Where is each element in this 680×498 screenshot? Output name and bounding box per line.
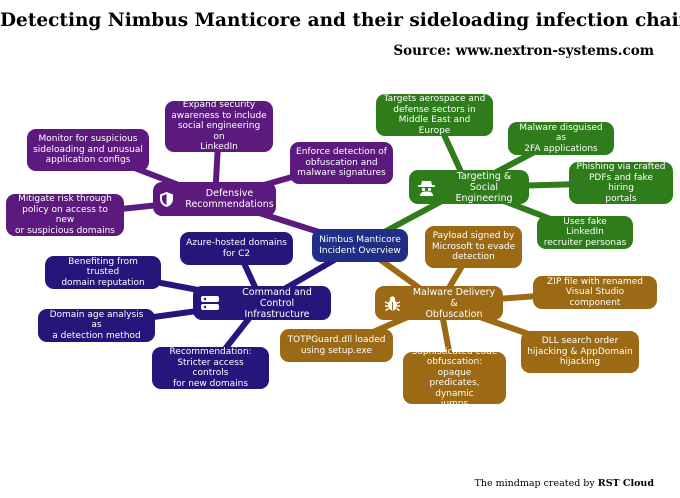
credit-author: RST Cloud (597, 478, 654, 489)
leaf-label: Payload signed by Microsoft to evade det… (431, 231, 516, 263)
hub-malware-delivery-label: Malware Delivery & Obfuscation (412, 286, 496, 320)
leaf-label: Sophisticated code obfuscation: opaque p… (411, 346, 498, 410)
center-node-label: Nimbus Manticore Incident Overview (319, 235, 401, 256)
leaf-code-obfuscation: Sophisticated code obfuscation: opaque p… (403, 347, 506, 409)
bug-icon (381, 295, 403, 312)
leaf-label: Monitor for suspicious sideloading and u… (33, 134, 143, 166)
leaf-stricter-access-controls: Recommendation: Stricter access controls… (152, 347, 269, 389)
leaf-label: Recommendation: Stricter access controls… (169, 347, 252, 389)
leaf-dll-search-order-hijacking: DLL search order hijacking & AppDomain h… (521, 331, 639, 373)
hub-defensive-recommendations: Defensive Recommendations (153, 182, 276, 216)
leaf-fake-linkedin-personas: Uses fake LinkedIn recruiter personas (537, 216, 633, 249)
hub-malware-delivery: Malware Delivery & Obfuscation (375, 286, 503, 320)
leaf-label: ZIP file with renamed Visual Studio comp… (547, 276, 643, 308)
hub-command-and-control: Command and Control Infrastructure (193, 286, 331, 320)
credit-prefix: The mindmap created by (474, 478, 595, 489)
leaf-label: Azure-hosted domains for C2 (186, 238, 287, 259)
leaf-label: DLL search order hijacking & AppDomain h… (527, 336, 633, 368)
leaf-enforce-detection: Enforce detection of obfuscation and mal… (290, 142, 393, 184)
leaf-label: Benefiting from trusted domain reputatio… (61, 256, 145, 288)
leaf-domain-age-analysis: Domain age analysis as a detection metho… (38, 309, 155, 342)
leaf-trusted-domain-reputation: Benefiting from trusted domain reputatio… (45, 256, 161, 289)
page-title: Detecting Nimbus Manticore and their sid… (0, 10, 680, 31)
shield-icon (155, 191, 177, 208)
hub-defensive-recommendations-label: Defensive Recommendations (185, 188, 274, 210)
leaf-monitor-sideloading: Monitor for suspicious sideloading and u… (27, 129, 149, 171)
leaf-label: Malware disguised as 2FA applications (519, 122, 603, 154)
leaf-label: Uses fake LinkedIn recruiter personas (543, 216, 627, 248)
credit-line: The mindmap created by RST Cloud (475, 478, 655, 489)
leaf-mitigate-risk: Mitigate risk through policy on access t… (6, 194, 124, 236)
leaf-phishing-pdfs: Phishing via crafted PDFs and fake hirin… (569, 162, 673, 204)
leaf-label: Enforce detection of obfuscation and mal… (296, 147, 387, 179)
leaf-label: Mitigate risk through policy on access t… (15, 194, 115, 236)
leaf-malware-disguised-2fa: Malware disguised as 2FA applications (508, 122, 614, 155)
hub-targeting-social-engineering-label: Targeting & Social Engineering (455, 170, 513, 204)
leaf-totpguard-dll: TOTPGuard.dll loaded using setup.exe (280, 329, 393, 362)
spy-icon (415, 179, 437, 196)
leaf-label: Expand security awareness to include soc… (171, 100, 267, 153)
leaf-payload-signed-microsoft: Payload signed by Microsoft to evade det… (425, 226, 522, 268)
hub-targeting-social-engineering: Targeting & Social Engineering (409, 170, 529, 204)
leaf-targets-aerospace: Targets aerospace and defense sectors in… (376, 94, 493, 136)
leaf-label: Targets aerospace and defense sectors in… (383, 94, 486, 136)
leaf-zip-renamed-visual-studio: ZIP file with renamed Visual Studio comp… (533, 276, 657, 309)
leaf-label: Domain age analysis as a detection metho… (49, 309, 144, 341)
center-node: Nimbus Manticore Incident Overview (312, 229, 408, 262)
source-caption: Source: www.nextron-systems.com (393, 43, 654, 59)
leaf-label: Phishing via crafted PDFs and fake hirin… (576, 162, 666, 204)
leaf-azure-hosted-domains: Azure-hosted domains for C2 (180, 232, 293, 265)
server-icon (199, 295, 221, 311)
leaf-label: TOTPGuard.dll loaded using setup.exe (287, 335, 386, 356)
hub-command-and-control-label: Command and Control Infrastructure (242, 286, 312, 320)
leaf-expand-security-awareness: Expand security awareness to include soc… (165, 100, 273, 153)
